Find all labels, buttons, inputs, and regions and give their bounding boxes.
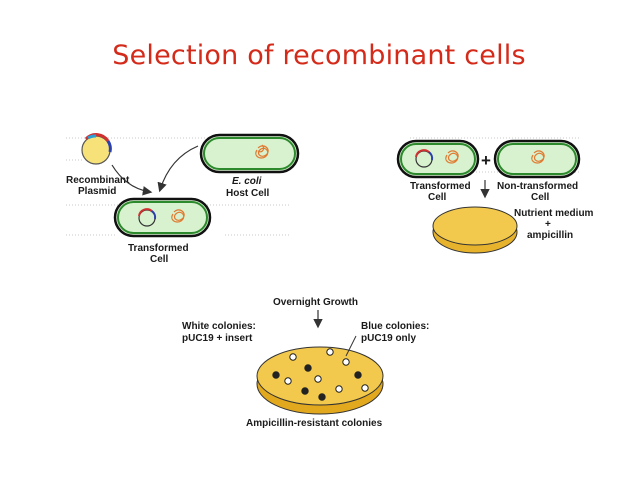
colonies	[272, 348, 369, 401]
transformed-cell-right	[396, 139, 480, 179]
nutrient-plate	[432, 206, 518, 254]
host-label-italic: E. coli	[232, 176, 262, 187]
blue-colonies-label-2: pUC19 only	[361, 333, 416, 344]
medium-label-1: Nutrient medium	[514, 208, 594, 219]
host-label: Host Cell	[226, 188, 270, 199]
plate-label: Ampicillin-resistant colonies	[246, 418, 383, 429]
white-colonies-label-2: pUC19 + insert	[182, 333, 253, 344]
plus-sign: +	[481, 151, 491, 170]
growth-label: Overnight Growth	[273, 297, 358, 308]
nontransformed-label-2: Cell	[531, 192, 550, 203]
host-arrow	[157, 145, 199, 193]
plasmid-arrow	[111, 164, 153, 196]
transformed-label-right-1: Transformed	[410, 181, 471, 192]
plasmid-label-2: Plasmid	[78, 186, 116, 197]
medium-label-2: +	[545, 219, 551, 230]
transformed-label-left-1: Transformed	[128, 243, 189, 254]
medium-label-3: ampicillin	[527, 230, 573, 241]
nontransformed-cell	[493, 139, 581, 179]
ecoli-host-cell	[199, 133, 300, 174]
transformed-label-right-2: Cell	[428, 192, 447, 203]
recombinant-plasmid	[81, 133, 112, 165]
blue-colonies-label-1: Blue colonies:	[361, 321, 429, 332]
transformed-label-left-2: Cell	[150, 254, 169, 265]
plasmid-label-1: Recombinant	[66, 175, 130, 186]
nontransformed-label-1: Non-transformed	[497, 181, 578, 192]
slide-title: Selection of recombinant cells	[112, 40, 526, 71]
host-chromosome	[255, 144, 269, 159]
transformed-cell-left	[113, 197, 212, 238]
white-colonies-label-1: White colonies:	[182, 321, 256, 332]
blue-colony-pointer	[345, 335, 357, 357]
